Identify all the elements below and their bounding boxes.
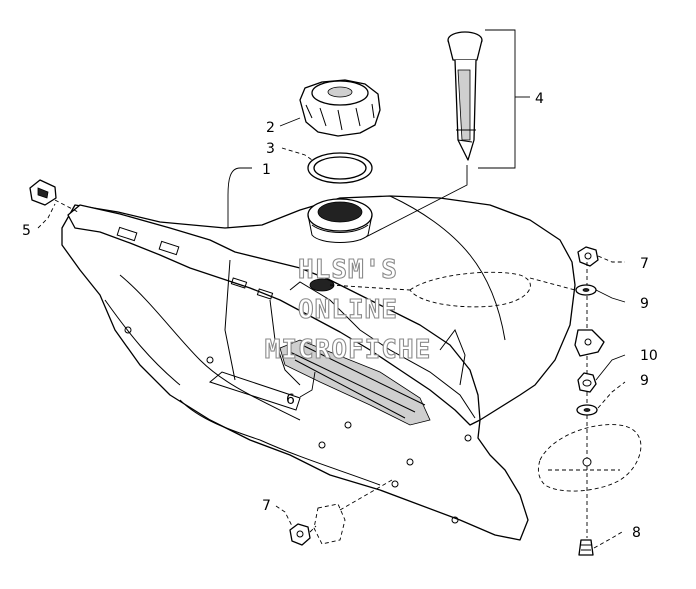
watermark-line-3: MICROFICHE [265, 335, 432, 365]
gasket-ring [307, 152, 373, 184]
nut-bottom-left [289, 523, 311, 546]
mount-tab-right [574, 329, 605, 357]
callout-2: 2 [266, 120, 275, 136]
nut-top-right [577, 246, 599, 267]
washer-lower-right [576, 404, 598, 416]
mount-pad-dashed [537, 424, 642, 492]
callout-7-lower: 7 [262, 498, 271, 514]
callout-labels: 1 2 3 4 5 6 7 7 8 9 9 10 [22, 91, 658, 541]
bolt-bottom-right [578, 539, 594, 556]
bracket-clip [29, 179, 57, 206]
callout-9-lower: 9 [640, 373, 649, 389]
watermark: HLSM'S ONLINE MICROFICHE [264, 254, 432, 365]
fuel-pump-sender [447, 31, 483, 161]
watermark-line-1: HLSM'S [298, 255, 398, 285]
callout-1: 1 [262, 162, 271, 178]
washer-upper-right [575, 284, 597, 296]
callout-10: 10 [640, 348, 658, 364]
watermark-line-2: ONLINE [298, 295, 398, 325]
callout-6: 6 [286, 392, 295, 408]
grommet-dashed-bottom [313, 503, 346, 545]
gas-cap [299, 79, 381, 137]
callout-3: 3 [266, 141, 275, 157]
fuel-tank [61, 195, 576, 541]
callout-9-upper: 9 [640, 296, 649, 312]
callout-4: 4 [535, 91, 544, 107]
grommet-right [577, 372, 597, 393]
callout-7-upper: 7 [640, 256, 649, 272]
callout-5: 5 [22, 223, 31, 239]
leader-lines [37, 29, 626, 549]
callout-8: 8 [632, 525, 641, 541]
